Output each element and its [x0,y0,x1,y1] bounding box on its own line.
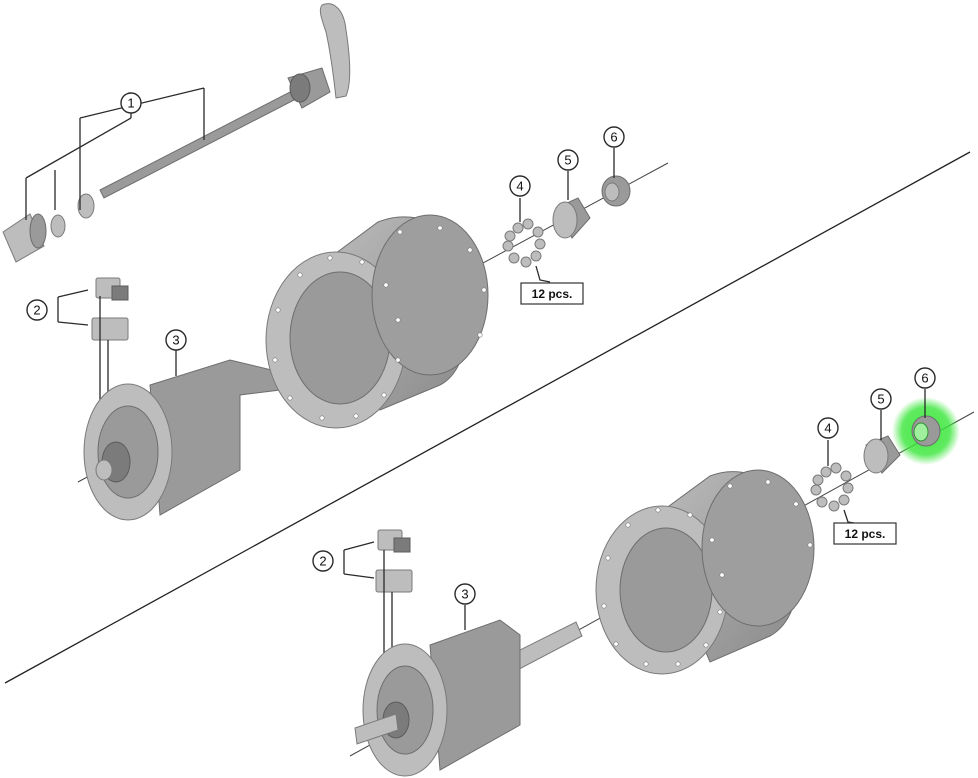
callout-part4-top-number: 4 [516,179,523,194]
callout-part4-top: 4 [509,175,531,197]
bottom-freehub-body [354,605,583,777]
top-hub-shell [265,214,489,429]
callout-part5-bottom: 5 [870,388,892,410]
callout-part6-bottom-number: 6 [921,371,928,386]
bottom-assembly: 12 pcs. [343,389,975,777]
bottom-hub-shell [595,469,815,675]
section-divider [4,151,971,684]
callout-part3-top-number: 3 [172,333,179,348]
bottom-qty-label: 12 pcs. [833,522,897,545]
bottom-locknut-highlighted[interactable] [892,389,960,465]
callout-part3-bottom-number: 3 [461,587,468,602]
bottom-qty-label-text: 12 pcs. [845,527,886,541]
quick-release-skewer [2,3,351,263]
callout-part4-bottom-number: 4 [824,421,831,436]
top-flange-holes [272,225,487,421]
callout-part2-bottom: 2 [312,550,334,572]
top-qty-label: 12 pcs. [520,282,584,305]
top-locknut [601,148,631,207]
bottom-cone [863,410,901,474]
top-freehub-body [83,350,281,521]
callout-part3-bottom: 3 [454,583,476,605]
callout-part3-top: 3 [165,329,187,351]
callout-part1: 1 [120,92,142,114]
callout-part5-top: 5 [557,149,579,171]
callout-part2-top: 2 [26,299,48,321]
top-cone [552,171,591,239]
top-assembly: 12 pcs. [2,3,669,521]
bottom-ball-bearings [810,440,861,525]
top-pawls [57,277,129,430]
callout-part2-top-number: 2 [33,303,40,318]
callout-part4-bottom: 4 [817,417,839,439]
callout-part6-bottom: 6 [914,367,936,389]
callout-part5-top-number: 5 [564,153,571,168]
callout-part1-number: 1 [127,96,134,111]
callout-part5-bottom-number: 5 [877,392,884,407]
top-ball-bearings [502,198,551,283]
top-qty-label-text: 12 pcs. [532,287,573,301]
bottom-flange-holes [601,479,813,667]
callout-part2-bottom-number: 2 [319,554,326,569]
callout-part6-top: 6 [603,126,625,148]
callout-part6-top-number: 6 [610,130,617,145]
